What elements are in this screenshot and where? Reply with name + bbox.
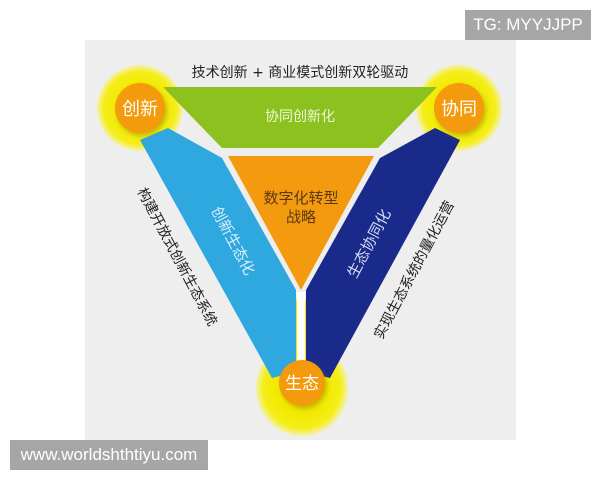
node-ecology	[279, 360, 325, 406]
ecology-connector-line	[297, 292, 305, 372]
diagram-title: 技术创新 + 商业模式创新双轮驱动	[192, 65, 409, 81]
node-ecology-label: 生态	[285, 374, 319, 394]
band-top	[163, 87, 437, 148]
band-top-label: 协同创新化	[265, 109, 335, 125]
center-triangle	[228, 156, 374, 290]
node-collaboration	[434, 83, 484, 133]
node-collaboration-label: 协同	[441, 99, 477, 120]
center-line2: 战略	[286, 208, 316, 226]
watermark-top-right: TG: MYYJJPP	[465, 10, 591, 40]
watermark-bottom-left: www.worldshthtiyu.com	[10, 440, 208, 470]
band-left	[140, 128, 296, 378]
center-line1: 数字化转型	[263, 189, 338, 207]
node-innovation	[115, 83, 165, 133]
band-right	[306, 128, 460, 378]
node-innovation-label: 创新	[122, 99, 158, 120]
